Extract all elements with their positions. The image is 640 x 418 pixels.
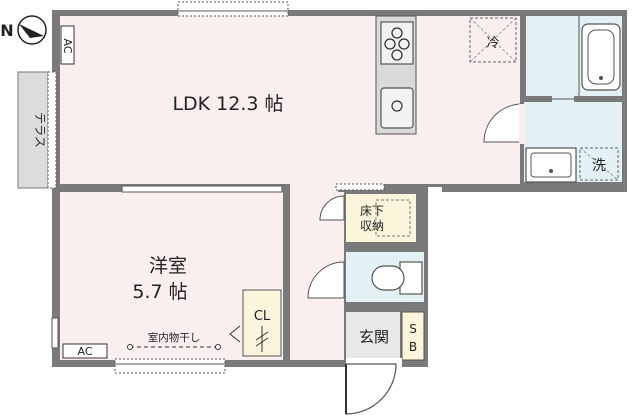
burner-icon (398, 38, 410, 50)
drying-rod-end (127, 344, 133, 350)
drying-rod-end (215, 344, 221, 350)
fridge-diagonal (469, 17, 517, 63)
western-room-label: 洋室 (149, 255, 187, 277)
exterior-cutout-right-entry (428, 187, 442, 192)
western-window-left (51, 317, 59, 349)
western-window-bottom (114, 358, 226, 374)
western-room-size: 5.7 帖 (132, 281, 187, 303)
washroom-door-swing (483, 103, 523, 143)
entrance-label: 玄関 (359, 328, 389, 346)
stove (380, 21, 414, 65)
bathtub (581, 23, 621, 91)
closet-label: CL (254, 309, 271, 324)
exterior-cutout-bottom-right (428, 192, 640, 372)
kitchen-sink (380, 87, 414, 129)
ldk-ac-unit (60, 25, 75, 65)
washroom-door-gap (519, 104, 525, 144)
shoe-box-label-b: B (409, 340, 417, 354)
ldk-ac-label: AC (61, 38, 74, 53)
underfloor-storage-label-1: 床下 (360, 204, 384, 218)
fridge-label: 冷 (486, 36, 499, 51)
washbasin-counter (525, 147, 577, 183)
underfloor-storage-label-2: 収納 (360, 219, 384, 233)
closet-hanger-mark (255, 331, 269, 341)
compass-label: N (0, 21, 13, 40)
sliding-door-divider (121, 185, 283, 193)
toilet-door-swing (307, 261, 345, 299)
closet-door (229, 325, 241, 343)
fridge-space (469, 17, 517, 63)
western-ac-label: AC (77, 345, 92, 358)
washbasin-drain-icon (549, 169, 553, 173)
bath-drain-icon (599, 76, 603, 80)
storage-door-swing (319, 195, 345, 221)
terrace-door (47, 71, 57, 189)
underfloor-storage (346, 194, 416, 242)
entrance-floor (346, 312, 400, 360)
ldk-window-top (177, 1, 289, 17)
burner-icon (391, 27, 403, 39)
burner-icon (384, 38, 396, 50)
compass-needle-icon (19, 24, 44, 38)
terrace-label: テラス (33, 112, 47, 148)
bathtub-inner (587, 29, 615, 85)
burner-icon (391, 49, 403, 61)
front-door-opening (346, 358, 402, 368)
terrace (17, 71, 49, 189)
hallway-link (290, 184, 338, 192)
washer-diagonal (579, 147, 619, 181)
toilet-bowl (371, 265, 405, 291)
washbasin-bowl (530, 152, 572, 178)
compass-icon (17, 15, 47, 45)
ldk-floor (60, 16, 520, 184)
underfloor-storage-hatch (375, 199, 411, 237)
ldk-entry-door (335, 183, 385, 191)
indoor-drying-label: 室内物干し (148, 331, 201, 344)
sink-drain-icon (391, 100, 403, 112)
shoe-box (401, 311, 425, 361)
washer-label: 洗 (592, 158, 606, 174)
ldk-label: LDK 12.3 帖 (172, 93, 283, 115)
western-ac-unit (62, 343, 108, 359)
front-door-swing (345, 363, 397, 415)
closet-hanger-mark (255, 337, 269, 347)
shoe-box-label-s: S (409, 322, 417, 336)
